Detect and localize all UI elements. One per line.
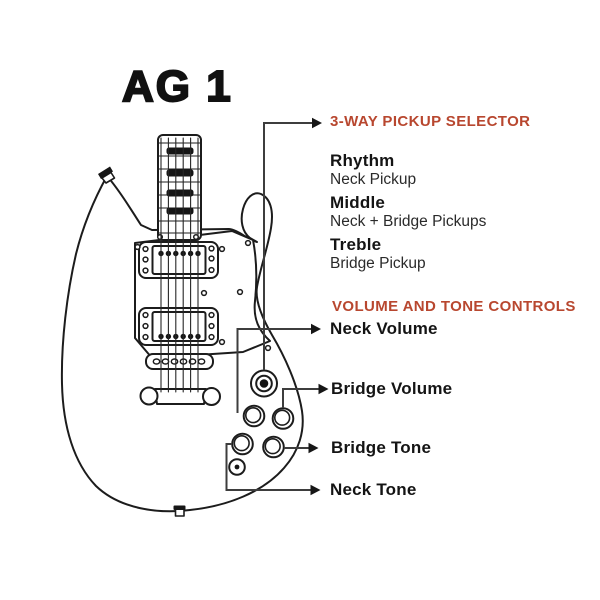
selector-position-label: Middle — [330, 193, 386, 212]
strap-button-bottom — [173, 505, 186, 517]
bridge-volume-label: Bridge Volume — [331, 379, 453, 398]
bridge — [145, 353, 214, 370]
callout-line-pickup-selector — [263, 122, 312, 370]
selector-position-desc: Neck + Bridge Pickups — [330, 213, 487, 230]
neck-tone-label: Neck Tone — [330, 480, 417, 499]
callout-line-bridge-volume — [282, 388, 319, 408]
selector-position-label: Rhythm — [330, 151, 395, 170]
neck-volume-label: Neck Volume — [330, 319, 438, 338]
bridge-tone-knob — [262, 435, 285, 459]
selector-section-heading: 3-WAY PICKUP SELECTOR — [330, 113, 531, 130]
neck-volume-knob — [242, 404, 266, 428]
selector-position-treble: Treble Bridge Pickup — [330, 236, 426, 272]
arrow-right-icon — [312, 117, 322, 129]
fretboard-inlays — [166, 147, 194, 215]
tailpiece — [139, 386, 221, 406]
selector-position-desc: Bridge Pickup — [330, 255, 426, 272]
controls-section-heading: VOLUME AND TONE CONTROLS — [332, 298, 576, 315]
arrow-right-icon — [310, 484, 321, 496]
bridge-pickup — [138, 307, 219, 346]
output-jack — [228, 458, 246, 476]
model-title: AG 1 — [121, 61, 233, 112]
neck-tone-knob — [231, 432, 254, 456]
pickup-ring-screws — [142, 311, 215, 341]
pickup-ring-screws — [142, 245, 215, 274]
strap-button-top — [98, 166, 116, 184]
neck — [156, 134, 202, 241]
arrow-right-icon — [311, 323, 321, 335]
arrow-right-icon — [318, 383, 329, 395]
neck-pickup — [138, 241, 219, 279]
pickup-selector-switch — [250, 369, 278, 398]
bridge-volume-knob — [271, 407, 295, 430]
selector-position-label: Treble — [330, 235, 382, 254]
bridge-tone-label: Bridge Tone — [331, 438, 432, 457]
pickguard-screws — [134, 239, 272, 352]
selector-position-middle: Middle Neck + Bridge Pickups — [330, 194, 486, 230]
callout-line-neck-tone — [225, 443, 311, 491]
callout-line-neck-volume — [236, 328, 311, 413]
selector-position-rhythm: Rhythm Neck Pickup — [330, 152, 416, 188]
strings — [160, 137, 199, 393]
selector-position-desc: Neck Pickup — [330, 171, 417, 188]
arrow-right-icon — [308, 442, 319, 454]
